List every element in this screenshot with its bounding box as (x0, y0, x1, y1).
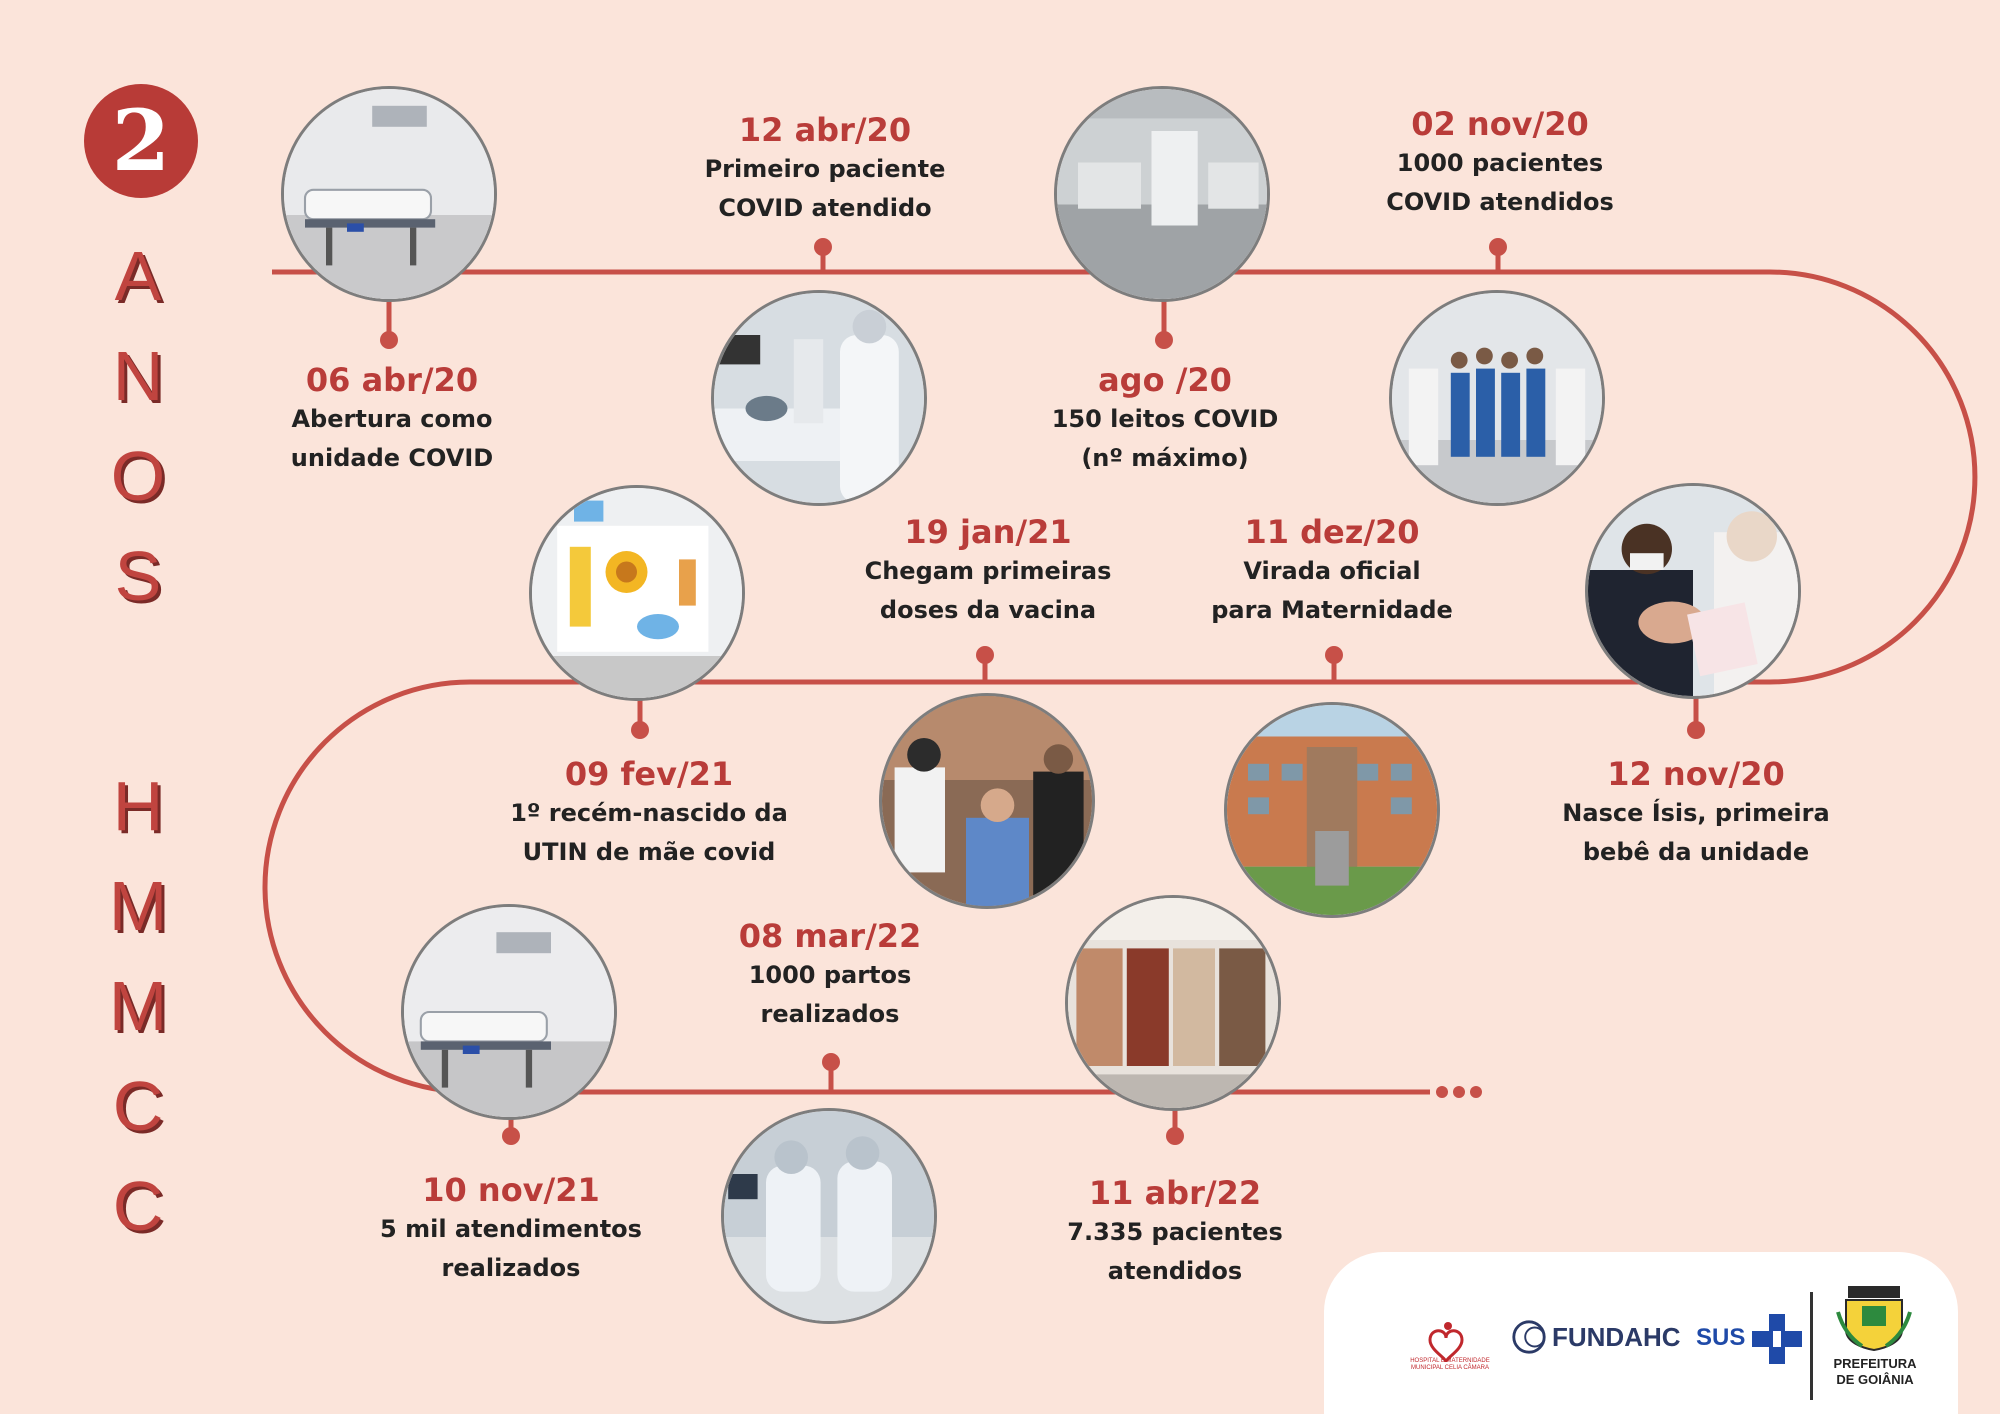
event-02nov20: 02 nov/20 1000 pacientes COVID atendidos (1310, 104, 1690, 222)
side-letter: C (112, 1167, 164, 1245)
dot-11abr22 (1166, 1127, 1184, 1145)
event-description: 1º recém-nascido da UTIN de mãe covid (510, 799, 788, 866)
hmmcc-logo-text: HOSPITAL E MATERNIDADE MUNICIPAL CELIA C… (1410, 1358, 1490, 1371)
side-letter: C (112, 1067, 164, 1145)
event-description: 1000 pacientes COVID atendidos (1386, 149, 1614, 216)
sus-logo-text: SUS (1696, 1324, 1746, 1351)
fundahc-logo-text: FUNDAHC (1552, 1322, 1681, 1352)
dot-11dez20 (1325, 646, 1343, 664)
side-letter: O (110, 437, 166, 515)
event-date: 08 mar/22 (738, 917, 922, 955)
badge-number: 2 (84, 84, 198, 198)
event-date: 12 abr/20 (738, 111, 912, 149)
dot-09fev21 (631, 721, 649, 739)
logo-panel: HOSPITAL E MATERNIDADE MUNICIPAL CELIA C… (1324, 1252, 1958, 1414)
event-description: Abertura como unidade COVID (290, 405, 494, 472)
photo-hospital-room (401, 904, 617, 1120)
photo-team-group (1389, 290, 1605, 506)
dot-ago20 (1155, 331, 1173, 349)
dot-10nov21 (502, 1127, 520, 1145)
photo-first-baby (1585, 483, 1801, 699)
side-letter: S (114, 537, 162, 615)
event-ago20: ago /20 150 leitos COVID (nº máximo) (975, 360, 1355, 478)
fundahc-logo: FUNDAHC (1510, 1318, 1690, 1358)
event-11dez20: 11 dez/20 Virada oficial para Maternidad… (1142, 512, 1522, 630)
prefeitura-text-2: DE GOIÂNIA (1836, 1372, 1914, 1387)
photo-mural-gallery (1065, 895, 1281, 1111)
event-date: 09 fev/21 (564, 755, 734, 793)
dot-12nov20 (1687, 721, 1705, 739)
ellipsis-dot (1453, 1086, 1465, 1098)
event-11abr22: 11 abr/22 7.335 pacientes atendidos (985, 1173, 1365, 1291)
event-description: Chegam primeiras doses da vacina (864, 557, 1112, 624)
event-date: 11 dez/20 (1244, 513, 1420, 551)
event-date: 12 nov/20 (1607, 755, 1785, 793)
side-letter: H (112, 767, 164, 845)
hmmcc-logo: HOSPITAL E MATERNIDADE MUNICIPAL CELIA C… (1400, 1310, 1500, 1371)
event-description: Virada oficial para Maternidade (1211, 557, 1453, 624)
event-description: Primeiro paciente COVID atendido (704, 155, 946, 222)
photo-first-patient (711, 290, 927, 506)
event-date: 19 jan/21 (904, 513, 1072, 551)
side-letter: A (114, 237, 162, 315)
event-10nov21: 10 nov/21 5 mil atendimentos realizados (321, 1170, 701, 1288)
event-08mar22: 08 mar/22 1000 partos realizados (640, 916, 1020, 1034)
dot-02nov20 (1489, 238, 1507, 256)
event-description: 1000 partos realizados (748, 961, 912, 1028)
side-letter: N (112, 337, 164, 415)
event-description: 5 mil atendimentos realizados (380, 1215, 642, 1282)
sus-logo: SUS (1696, 1314, 1806, 1364)
dot-19jan21 (976, 646, 994, 664)
logo-divider (1810, 1292, 1813, 1400)
event-date: 10 nov/21 (422, 1171, 600, 1209)
event-date: 06 abr/20 (305, 361, 479, 399)
event-06abr20: 06 abr/20 Abertura como unidade COVID (202, 360, 582, 478)
ellipsis-dot (1470, 1086, 1482, 1098)
dot-12abr20 (814, 238, 832, 256)
event-12abr20: 12 abr/20 Primeiro paciente COVID atendi… (635, 110, 1015, 228)
photo-hospital-bed (281, 86, 497, 302)
side-letter: M (108, 867, 168, 945)
event-description: Nasce Ísis, primeira bebê da unidade (1562, 799, 1830, 866)
event-12nov20: 12 nov/20 Nasce Ísis, primeira bebê da u… (1506, 754, 1886, 872)
photo-nicu-mural (529, 485, 745, 701)
dot-06abr20 (380, 331, 398, 349)
event-19jan21: 19 jan/21 Chegam primeiras doses da vaci… (798, 512, 1178, 630)
dot-08mar22 (822, 1053, 840, 1071)
photo-vaccine-doses (879, 693, 1095, 909)
prefeitura-text-1: PREFEITURA (1833, 1356, 1917, 1371)
photo-maternity-building (1224, 702, 1440, 918)
photo-covid-beds (1054, 86, 1270, 302)
event-description: 7.335 pacientes atendidos (1067, 1218, 1283, 1285)
ellipsis-dot (1436, 1086, 1448, 1098)
event-date: ago /20 (1098, 361, 1232, 399)
side-letter: M (108, 967, 168, 1045)
event-09fev21: 09 fev/21 1º recém-nascido da UTIN de mã… (459, 754, 839, 872)
event-date: 02 nov/20 (1411, 105, 1589, 143)
event-date: 11 abr/22 (1088, 1174, 1262, 1212)
photo-births-team (721, 1108, 937, 1324)
event-description: 150 leitos COVID (nº máximo) (1051, 405, 1279, 472)
prefeitura-goiania-logo: PREFEITURA DE GOIÂNIA (1820, 1282, 1930, 1412)
